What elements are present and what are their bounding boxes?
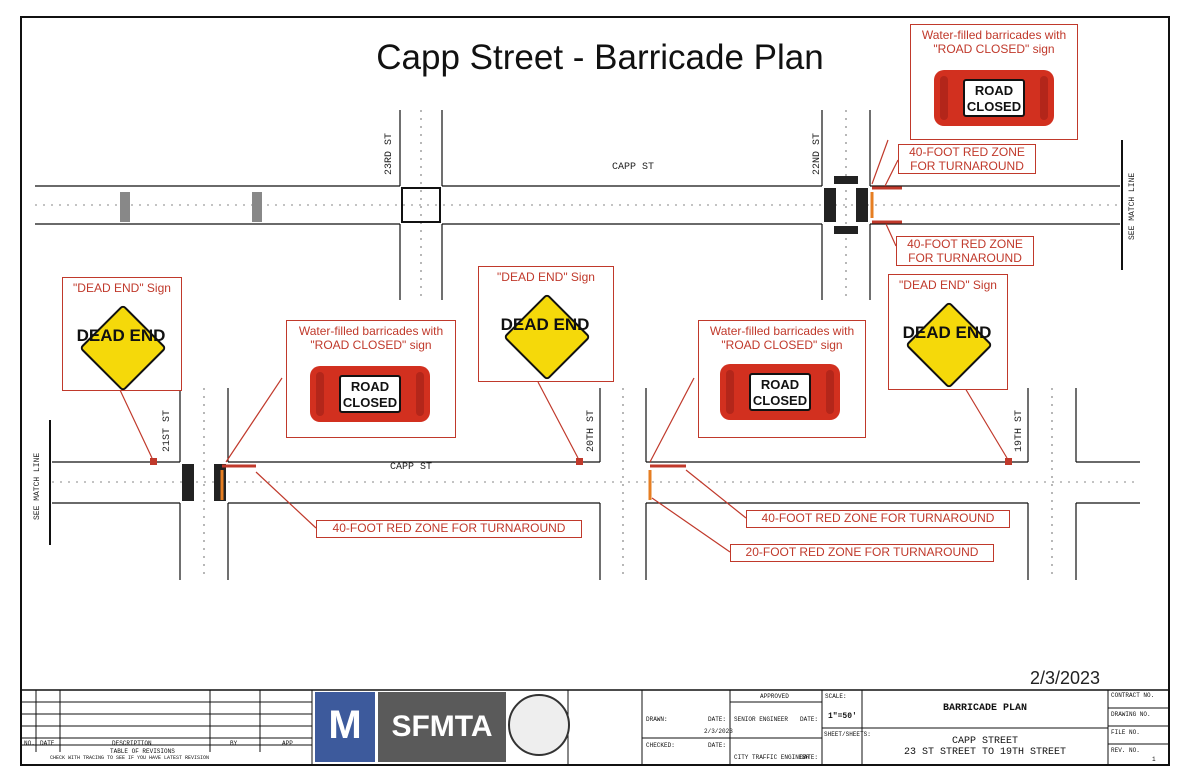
match-line-right: SEE MATCH LINE xyxy=(1128,172,1137,240)
dead-end-text-right: DEAD END xyxy=(902,323,992,342)
tb-date-label-4: DATE: xyxy=(800,754,819,761)
callout-zone-mid-20: 20-FOOT RED ZONE FOR TURNAROUND xyxy=(730,544,994,562)
tb-drawn: DRAWN: xyxy=(646,716,668,723)
top-capp-street xyxy=(35,140,1123,270)
tb-date-value: 2/3/2023 xyxy=(704,728,733,735)
callout-caption: "DEAD END" Sign xyxy=(899,278,997,292)
callout-zone-top-1: 40-FOOT RED ZONE FOR TURNAROUND xyxy=(898,144,1036,174)
title-block-grid xyxy=(21,690,1169,765)
tb-no: NO. xyxy=(24,740,35,747)
twentythird-street xyxy=(399,110,443,300)
dead-end-markers xyxy=(150,458,1012,465)
tb-drawing-no: DRAWING NO. xyxy=(1111,711,1151,718)
match-line-left: SEE MATCH LINE xyxy=(33,452,42,520)
callout-zone-mid-40: 40-FOOT RED ZONE FOR TURNAROUND xyxy=(746,510,1010,528)
street-label-22nd: 22ND ST xyxy=(812,132,823,175)
top-red-zones xyxy=(870,186,902,224)
dead-end-text-mid: DEAD END xyxy=(500,315,590,334)
tb-approved: APPROVED xyxy=(760,693,789,700)
tb-date-label-1: DATE: xyxy=(708,716,727,723)
tb-sheet-sheets: SHEET/SHEETS: xyxy=(824,731,871,738)
road-closed-line2: CLOSED xyxy=(342,395,398,410)
city-seal-icon xyxy=(508,694,570,756)
tb-rev-no: REV. NO. xyxy=(1111,747,1140,754)
tb-senior-engineer: SENIOR ENGINEER xyxy=(734,716,789,723)
drawing-frame xyxy=(20,16,1170,766)
road-closed-sign: ROAD CLOSED xyxy=(749,373,811,411)
sfmta-wordmark: SFMTA xyxy=(378,692,506,762)
road-closed-line2: CLOSED xyxy=(966,99,1022,114)
callout-caption: "DEAD END" Sign xyxy=(73,281,171,295)
tb-sheet-title: BARRICADE PLAN xyxy=(942,703,1027,714)
crosswalk-22nd xyxy=(824,176,868,234)
leader-lines xyxy=(119,139,1008,553)
tb-date-label-2: DATE: xyxy=(708,742,727,749)
nineteenth-street xyxy=(1027,388,1077,580)
road-closed-line1: ROAD xyxy=(350,379,390,394)
callout-zone-top-2: 40-FOOT RED ZONE FOR TURNAROUND xyxy=(896,236,1034,266)
tb-check-note: CHECK WITH TRACING TO SEE IF YOU HAVE LA… xyxy=(50,755,210,761)
tb-location-2: 23 ST STREET TO 19TH STREET xyxy=(903,747,1067,758)
page-title: Capp Street - Barricade Plan xyxy=(376,38,824,77)
road-closed-sign: ROAD CLOSED xyxy=(963,79,1025,117)
street-label-19th: 19TH ST xyxy=(1014,409,1025,452)
street-label-21st: 21ST ST xyxy=(162,409,173,452)
road-closed-line1: ROAD xyxy=(760,377,800,392)
twentysecond-street xyxy=(821,110,871,300)
tb-scale: 1"=50' xyxy=(828,712,857,721)
bottom-red-zones xyxy=(220,464,686,500)
bottom-capp-street xyxy=(49,420,1140,545)
callout-caption: Water-filled barricades with "ROAD CLOSE… xyxy=(298,324,444,352)
callout-zone-left: 40-FOOT RED ZONE FOR TURNAROUND xyxy=(316,520,582,538)
tb-rev-value: 1 xyxy=(1152,756,1156,763)
street-label-capp-top: CAPP ST xyxy=(612,162,655,173)
street-label-20th: 20TH ST xyxy=(586,409,597,452)
tb-by: BY xyxy=(230,740,238,747)
tb-contract-no: CONTRACT NO. xyxy=(1111,692,1155,699)
tb-scale-label: SCALE: xyxy=(825,693,847,700)
tb-file-no: FILE NO. xyxy=(1111,729,1140,736)
tb-app: APP xyxy=(282,740,293,747)
road-closed-sign: ROAD CLOSED xyxy=(339,375,401,413)
road-closed-line1: ROAD xyxy=(974,83,1014,98)
tb-date-col: DATE xyxy=(40,740,55,747)
twentyfirst-street xyxy=(179,388,229,580)
street-label-capp-bottom: CAPP ST xyxy=(390,462,433,473)
plan-date: 2/3/2023 xyxy=(1030,668,1101,688)
top-driveways xyxy=(120,192,262,222)
road-closed-line2: CLOSED xyxy=(752,393,808,408)
street-label-23rd: 23RD ST xyxy=(384,132,395,175)
sfmta-logo-mark xyxy=(315,692,375,762)
callout-caption: "DEAD END" Sign xyxy=(497,270,595,284)
callout-caption: Water-filled barricades with "ROAD CLOSE… xyxy=(921,28,1067,56)
callout-caption: Water-filled barricades with "ROAD CLOSE… xyxy=(709,324,855,352)
tb-city-traffic-engineer: CITY TRAFFIC ENGINEER xyxy=(734,754,810,761)
dead-end-text-left: DEAD END xyxy=(76,326,166,345)
sfmta-m-icon: M xyxy=(328,703,362,747)
tb-table-of-revisions: TABLE OF REVISIONS xyxy=(110,748,175,755)
tb-location-1: CAPP STREET xyxy=(951,736,1018,747)
tb-checked: CHECKED: xyxy=(646,742,675,749)
tb-description: DESCRIPTION xyxy=(112,740,152,747)
tb-date-label-3: DATE: xyxy=(800,716,819,723)
twentieth-street xyxy=(599,388,647,580)
